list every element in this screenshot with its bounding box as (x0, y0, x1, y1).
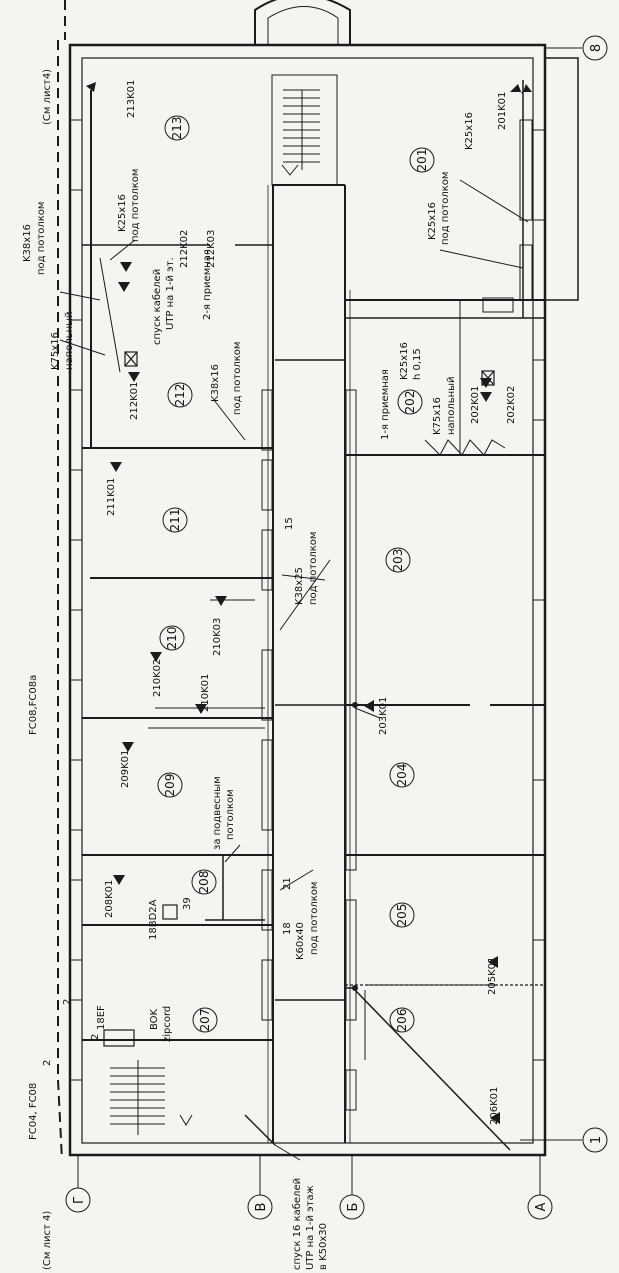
note-k75-left: K75x16 (50, 332, 61, 370)
sheet-ref-top: (См лист4) (42, 69, 53, 125)
stair-lower (110, 1060, 193, 1135)
axis-label-g: Г (72, 1196, 87, 1204)
fc-ref-bottom: FC04, FC08 (28, 1083, 39, 1140)
room-207: 207 (198, 1009, 212, 1032)
note-bok: BOK (149, 1008, 160, 1030)
sheet-ref-bottom: (См лист 4) (42, 1211, 53, 1270)
note-k75-202: K75x16 (432, 397, 443, 435)
stair-upper (281, 89, 320, 176)
note-2b: 2 (42, 1060, 53, 1066)
axis-label-v: В (254, 1203, 269, 1212)
note-k50: в K50x30 (318, 1223, 329, 1270)
axis-label-a: А (534, 1202, 549, 1211)
room-202: 202 (403, 391, 417, 414)
outlet-210K02: 210K02 (152, 659, 163, 697)
outlet-212K03: 212K03 (206, 230, 217, 268)
note-ceiling: под потолком (440, 172, 451, 245)
room-205: 205 (395, 904, 409, 927)
note-k60: K60x40 (295, 922, 306, 960)
note-ceiling-left: под потолком (36, 202, 47, 275)
note-k25-ceiling: K25x16 (427, 202, 438, 240)
note-reception2: 2-я приемная (202, 249, 213, 320)
room-204: 204 (395, 764, 409, 787)
note-utp-floor: UTP на 1-й эт. (165, 257, 176, 330)
room-201: 201 (415, 149, 429, 172)
outlet-210K03: 210K03 (212, 618, 223, 656)
axis-label-1: 1 (589, 1136, 604, 1144)
outlet-203K01: 203K01 (378, 697, 389, 735)
note-18bd2a: 18BD2A (148, 899, 159, 940)
note-18ef: 18EF (96, 1005, 107, 1030)
note-descent16: спуск 16 кабелей (292, 1178, 303, 1270)
note-21: 21 (282, 877, 293, 890)
note-k25-213: K25x16 (117, 194, 128, 232)
note-floor-left: напольный (64, 311, 75, 370)
note-floor-202: напольный (446, 376, 457, 435)
outlet-209K01: 209K01 (120, 750, 131, 788)
room-213: 213 (170, 117, 184, 140)
cable-routes (90, 80, 545, 1151)
note-ceiling-213: под потолком (130, 169, 141, 242)
room-208: 208 (197, 871, 211, 894)
floor-boxes (103, 351, 495, 1047)
note-utp-floor2: UTP на 1-й этаж (305, 1185, 316, 1270)
note-18: 18 (282, 922, 293, 935)
axis-label-b: Б (346, 1203, 361, 1212)
room-circles (157, 115, 435, 1033)
fc-ref-top: FC08,FC08a (28, 675, 39, 735)
outlet-213K01: 213K01 (126, 80, 137, 118)
cable-boundary (57, 0, 66, 1161)
note-reception1: 1-я приемная (380, 369, 391, 440)
outlet-205K01: 205K01 (487, 957, 498, 995)
note-zipcord: zipcord (162, 1006, 173, 1042)
room-210: 210 (165, 627, 179, 650)
outlet-212K01: 212K01 (129, 382, 140, 420)
axis-label-8: 8 (589, 44, 604, 52)
note-k38-212: K38x16 (210, 364, 221, 402)
note-k25-202: K25x16 (399, 342, 410, 380)
note-suspended2: потолком (225, 789, 236, 840)
outlet-201K01: 201K01 (497, 92, 508, 130)
note-39: 39 (182, 897, 193, 910)
note-h015: h 0,15 (412, 348, 423, 380)
room-203: 203 (391, 549, 405, 572)
note-2a: 2 (62, 999, 73, 1005)
outlet-210K01: 210K01 (200, 674, 211, 712)
axis-marks (65, 35, 608, 1220)
note-k38x25: K38x25 (294, 567, 305, 605)
room-206: 206 (395, 1009, 409, 1032)
outlet-206K01: 206K01 (489, 1087, 500, 1125)
outlet-212K02: 212K02 (179, 230, 190, 268)
outlet-202K02: 202K02 (506, 386, 517, 424)
note-15: 15 (284, 517, 295, 530)
outlet-208K01: 208K01 (104, 880, 115, 918)
note-k25-201: K25x16 (464, 112, 475, 150)
note-ceiling-main: под потолком (308, 532, 319, 605)
note-descent: спуск кабелей (152, 269, 163, 345)
note-suspended1: за подвесным (212, 776, 223, 850)
room-209: 209 (163, 774, 177, 797)
outlet-markers (86, 82, 532, 1124)
outlet-202K01: 202K01 (470, 386, 481, 424)
note-ceiling-k60: под потолком (309, 882, 320, 955)
leader-lines (59, 179, 529, 1161)
note-ceiling-212: под потолком (232, 342, 243, 415)
outlet-211K01: 211K01 (106, 478, 117, 516)
room-212: 212 (173, 384, 187, 407)
note-k38-left: K38x16 (22, 224, 33, 262)
note-2c: 2 (90, 1034, 101, 1040)
room-211: 211 (168, 509, 182, 532)
